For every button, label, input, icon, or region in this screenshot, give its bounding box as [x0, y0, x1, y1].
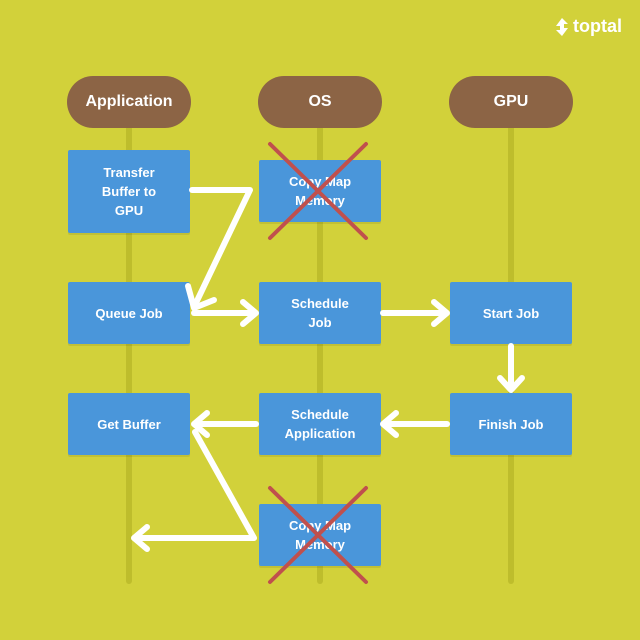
arrow-queue-to-schedule: [191, 299, 259, 327]
box-schedule-job: Schedule Job: [259, 282, 381, 344]
box-finish-job: Finish Job: [450, 393, 572, 455]
arrow-start-to-finish: [497, 343, 525, 393]
cross-copy-map-top: [268, 142, 368, 240]
lane-header-os: OS: [258, 76, 382, 128]
arrow-finish-to-schedule-app: [380, 410, 450, 438]
box-queue-job: Queue Job: [68, 282, 190, 344]
box-start-job: Start Job: [450, 282, 572, 344]
os-lane-line: [317, 118, 323, 584]
toptal-logo: toptal: [555, 16, 622, 37]
lane-header-application: Application: [67, 76, 191, 128]
application-lane-line: [126, 118, 132, 584]
lane-header-gpu: GPU: [449, 76, 573, 128]
logo-text: toptal: [573, 16, 622, 36]
box-get-buffer: Get Buffer: [68, 393, 190, 455]
arrow-transfer-to-queue: [185, 187, 253, 311]
box-schedule-application: Schedule Application: [259, 393, 381, 455]
arrow-get-buffer-return: [131, 429, 257, 552]
arrow-schedule-to-start: [380, 299, 450, 327]
box-transfer-buffer: Transfer Buffer to GPU: [68, 150, 190, 233]
toptal-logo-icon: [556, 17, 568, 36]
arrow-schedule-app-to-get-buffer: [191, 410, 259, 438]
cross-copy-map-bottom: [268, 486, 368, 584]
